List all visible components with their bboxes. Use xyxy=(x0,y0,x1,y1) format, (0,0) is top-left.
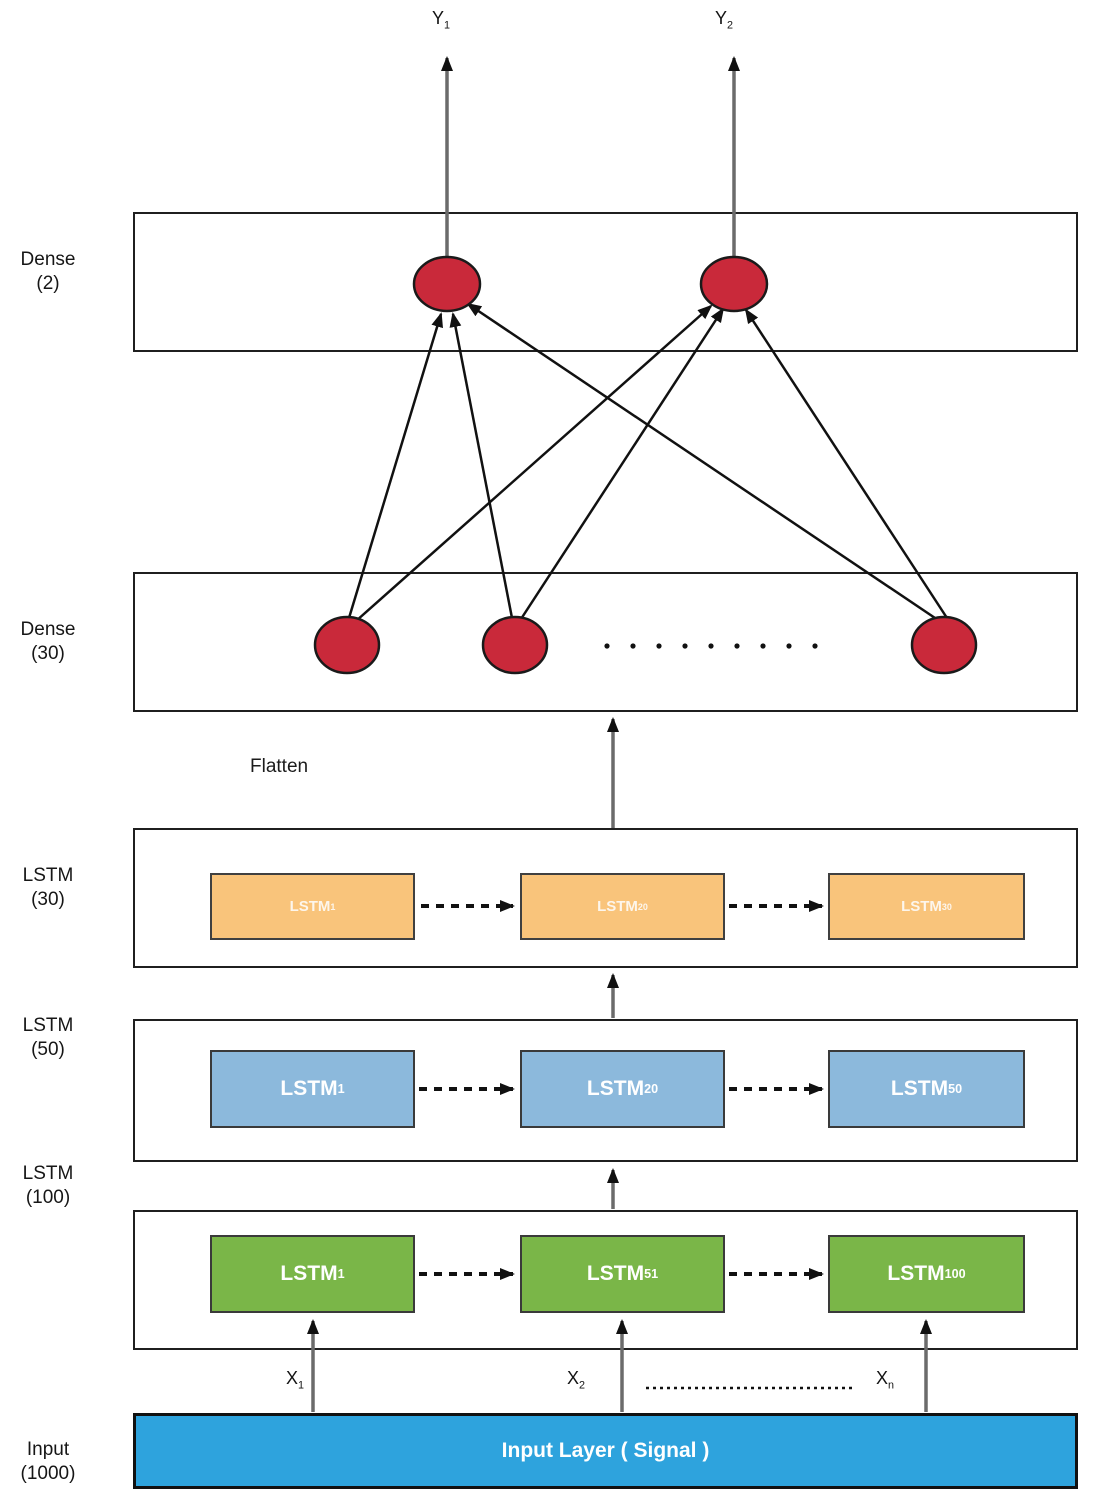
lstm50-label: LSTM (50) xyxy=(4,1014,92,1062)
dense2-layer-box xyxy=(133,212,1078,352)
input-label-line2: (1000) xyxy=(20,1462,76,1484)
dense30-layer-box xyxy=(133,572,1078,712)
dense30-label-line2: (30) xyxy=(31,642,65,664)
flatten-label: Flatten xyxy=(250,756,309,777)
input-label: Input (1000) xyxy=(4,1438,92,1486)
dense2-label: Dense (2) xyxy=(4,248,92,296)
input-label-line1: Input xyxy=(26,1439,70,1460)
output-label-y2: Y2 xyxy=(715,8,734,32)
lstm30-label-line2: (30) xyxy=(31,888,65,910)
input-layer-bar: Input Layer ( Signal ) xyxy=(133,1413,1078,1489)
output-label-y1: Y1 xyxy=(432,8,451,32)
lstm30-label: LSTM (30) xyxy=(4,864,92,912)
input-label-x2: X2 xyxy=(567,1368,586,1392)
dense30-label: Dense (30) xyxy=(4,618,92,666)
lstm50-label-line2: (50) xyxy=(31,1038,65,1060)
lstm100-label-line2: (100) xyxy=(25,1186,71,1208)
lstm100-label-line1: LSTM xyxy=(22,1163,74,1184)
lstm100-label: LSTM (100) xyxy=(4,1162,92,1210)
lstm30-label-line1: LSTM xyxy=(22,865,74,886)
input-layer-bar-label: Input Layer ( Signal ) xyxy=(501,1439,710,1462)
dense2-label-line1: Dense xyxy=(20,249,76,270)
dense30-label-line1: Dense xyxy=(20,619,76,640)
dense2-label-line2: (2) xyxy=(36,272,60,294)
lstm50-label-line1: LSTM xyxy=(22,1015,74,1036)
input-label-xn: Xn xyxy=(876,1368,895,1392)
input-label-x1: X1 xyxy=(286,1368,305,1392)
